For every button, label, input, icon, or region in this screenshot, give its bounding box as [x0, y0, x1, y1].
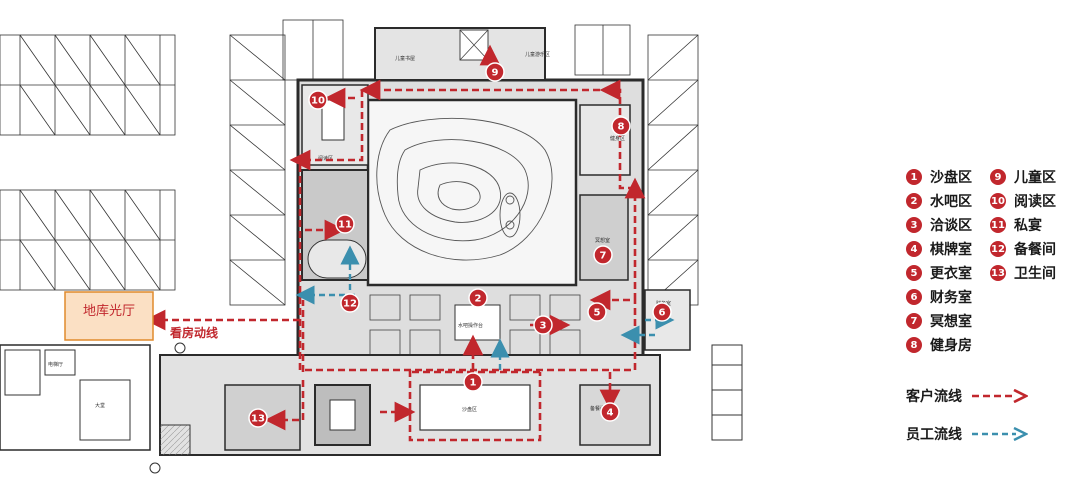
zone-marker-number: 7 [600, 251, 607, 262]
zone-marker-number: 10 [311, 96, 325, 107]
legend-label: 洽谈区 [930, 218, 972, 234]
legend-num: 1 [906, 169, 922, 185]
label-children-1: 儿童书屋 [395, 55, 415, 62]
garage-label: 地库光厅 [83, 303, 135, 319]
customer-flow-label: 客户流线 [906, 389, 962, 405]
zone-marker-4: 4 [600, 402, 620, 422]
label-fitness: 健身区 [610, 135, 625, 142]
label-children-2: 儿童游乐区 [525, 51, 550, 58]
zone-marker-6: 6 [652, 302, 672, 322]
legend-num: 13 [990, 265, 1006, 281]
zone-marker-number: 13 [251, 414, 265, 425]
zone-marker-7: 7 [593, 245, 613, 265]
label-water-bar: 水吧操作台 [458, 322, 483, 329]
label-hall: 大堂 [95, 402, 105, 409]
zone-marker-3: 3 [533, 315, 553, 335]
zone-marker-2: 2 [468, 288, 488, 308]
room-labels: 儿童书屋 儿童游乐区 阅读区 水吧操作台 沙盘区 冥想室 健身区 财务室 电梯厅… [48, 51, 671, 413]
legend-customer-flow: 客户流线 [906, 385, 1028, 407]
zone-marker-12: 12 [340, 293, 360, 313]
zone-marker-1: 1 [463, 372, 483, 392]
legend-item-13: 13 卫生间 [990, 263, 1056, 283]
label-sand-table: 沙盘区 [462, 406, 477, 413]
legend-label: 水吧区 [930, 194, 972, 210]
legend-label: 阅读区 [1014, 194, 1056, 210]
zone-marker-number: 12 [343, 299, 357, 310]
zone-marker-number: 6 [659, 308, 666, 319]
label-meditation: 冥想室 [595, 237, 610, 244]
red-dashed-arrow-icon [972, 389, 1028, 403]
zone-marker-13: 13 [248, 408, 268, 428]
zone-marker-8: 8 [611, 116, 631, 136]
garage-light-hall: 地库光厅 [64, 291, 154, 341]
label-prep: 备餐间 [590, 405, 605, 412]
legend-item-12: 12 备餐间 [990, 239, 1056, 259]
legend-item-11: 11 私宴 [990, 215, 1042, 235]
floor-plan: 儿童书屋 儿童游乐区 阅读区 水吧操作台 沙盘区 冥想室 健身区 财务室 电梯厅… [0, 19, 743, 474]
legend-label: 备餐间 [1014, 242, 1056, 258]
blue-dashed-arrow-icon [972, 427, 1028, 441]
zone-marker-number: 1 [470, 378, 477, 389]
legend-label: 棋牌室 [930, 242, 972, 258]
legend-staff-flow: 员工流线 [906, 423, 1028, 445]
zone-marker-number: 8 [618, 122, 625, 133]
parking-grid-mid [229, 19, 699, 306]
zone-marker-5: 5 [587, 302, 607, 322]
legend-item-3: 3 洽谈区 [906, 215, 972, 235]
zone-marker-number: 9 [492, 68, 499, 79]
legend-num: 6 [906, 289, 922, 305]
legend-item-2: 2 水吧区 [906, 191, 972, 211]
legend-label: 冥想室 [930, 314, 972, 330]
label-electric: 电梯厅 [48, 361, 63, 368]
zone-marker-number: 5 [594, 308, 601, 319]
staff-flow-label: 员工流线 [906, 427, 962, 443]
legend-item-9: 9 儿童区 [990, 167, 1056, 187]
legend-num: 8 [906, 337, 922, 353]
legend-item-6: 6 财务室 [906, 287, 972, 307]
legend-label: 沙盘区 [930, 170, 972, 186]
legend-num: 12 [990, 241, 1006, 257]
legend-num: 7 [906, 313, 922, 329]
zone-marker-11: 11 [335, 214, 355, 234]
label-reading: 阅读区 [318, 155, 333, 162]
zone-marker-number: 4 [607, 408, 614, 419]
zone-marker-number: 2 [475, 294, 482, 305]
legend-label: 财务室 [930, 290, 972, 306]
legend-num: 4 [906, 241, 922, 257]
legend-label: 私宴 [1014, 218, 1042, 234]
zone-marker-number: 3 [540, 321, 547, 332]
parking-grid-left [0, 34, 176, 291]
legend-num: 11 [990, 217, 1006, 233]
legend-num: 2 [906, 193, 922, 209]
zone-marker-10: 10 [308, 90, 328, 110]
zone-marker-number: 11 [338, 220, 352, 231]
legend-item-5: 5 更衣室 [906, 263, 972, 283]
staff-flow-lines [295, 245, 675, 370]
zone-marker-9: 9 [485, 62, 505, 82]
legend-item-7: 7 冥想室 [906, 311, 972, 331]
legend-label: 儿童区 [1014, 170, 1056, 186]
legend-item-4: 4 棋牌室 [906, 239, 972, 259]
legend-num: 5 [906, 265, 922, 281]
legend: 1 沙盘区 2 水吧区 3 洽谈区 4 棋牌室 5 更衣室 6 财务室 7 冥想… [906, 167, 1076, 447]
legend-item-8: 8 健身房 [906, 335, 972, 355]
legend-num: 3 [906, 217, 922, 233]
building [0, 27, 743, 474]
legend-label: 卫生间 [1014, 266, 1056, 282]
legend-label: 健身房 [930, 338, 972, 354]
route-label: 看房动线 [170, 325, 218, 340]
legend-item-1: 1 沙盘区 [906, 167, 972, 187]
legend-label: 更衣室 [930, 266, 972, 282]
legend-num: 10 [990, 193, 1006, 209]
legend-item-10: 10 阅读区 [990, 191, 1056, 211]
legend-num: 9 [990, 169, 1006, 185]
